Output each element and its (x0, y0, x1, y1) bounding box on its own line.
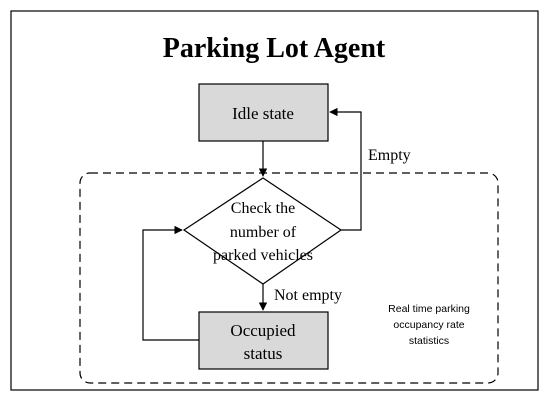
check-label-line1: Check the (231, 200, 295, 217)
annotation-line1: Real time parking (388, 303, 470, 315)
statistics-region (79, 172, 499, 384)
idle-state-node (198, 83, 329, 142)
annotation-line3: statistics (409, 335, 449, 347)
occupied-label-line1: Occupied (230, 321, 296, 340)
edge-empty (329, 107, 362, 231)
occupied-label-line2: status (244, 344, 283, 363)
check-label-line3: parked vehicles (213, 247, 313, 264)
edge-occupied-to-check (142, 225, 199, 341)
idle-state-label: Idle state (232, 104, 294, 123)
edge-not-empty-label: Not empty (274, 287, 342, 304)
diagram-title: Parking Lot Agent (163, 33, 386, 64)
annotation-line2: occupancy rate (393, 319, 464, 331)
check-label-line2: number of (230, 224, 297, 241)
edge-empty-label: Empty (368, 147, 411, 164)
